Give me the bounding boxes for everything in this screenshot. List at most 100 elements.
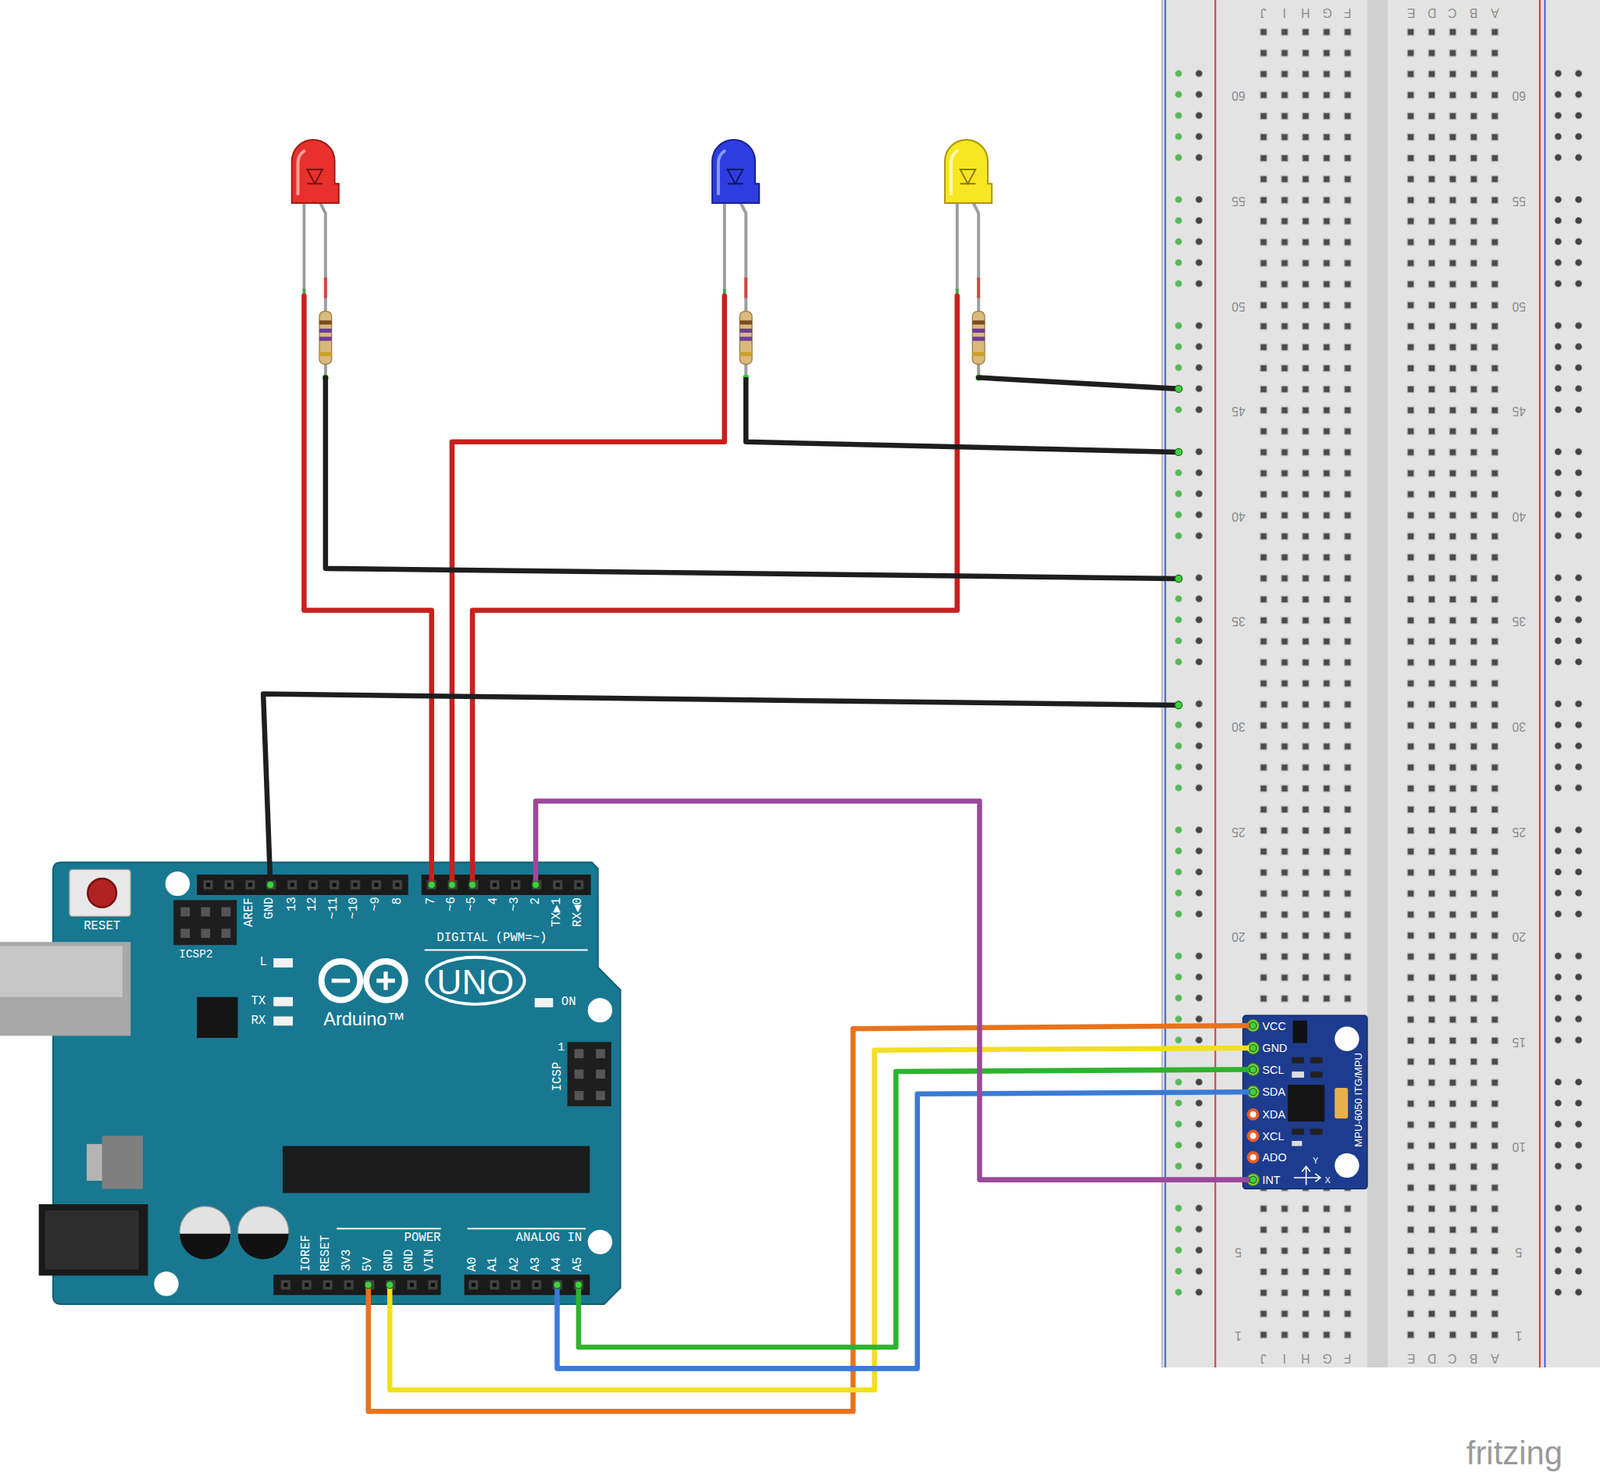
led-symbol: [306, 169, 323, 184]
led-legs-resistor: [303, 203, 332, 381]
row-number: 15: [1511, 1033, 1526, 1048]
board-label: ICSP: [551, 1061, 566, 1092]
board-label: L: [260, 955, 268, 970]
mpu6050-module-drawing: [1243, 1015, 1368, 1189]
board-label: A1: [487, 1257, 502, 1273]
row-number: 50: [1511, 298, 1526, 313]
breadboard-label: B: [1469, 1350, 1478, 1365]
board-label: TX: [250, 994, 266, 1009]
rail-holes: [1168, 63, 1209, 1324]
breadboard-label: E: [1406, 5, 1415, 20]
status-led: [273, 997, 293, 1007]
reset-button: [87, 878, 117, 908]
logo: [383, 971, 388, 991]
board-label: A4: [550, 1257, 565, 1273]
microcontroller-chip: [282, 1145, 590, 1193]
pin-hole: [1250, 1154, 1257, 1161]
smd-part: [1310, 1057, 1323, 1064]
status-led: [273, 1016, 293, 1027]
breadboard-label: D: [1427, 5, 1437, 20]
pin-label: XCL: [1261, 1129, 1284, 1143]
row-number: 55: [1231, 192, 1245, 207]
pin: [595, 1090, 606, 1101]
led-body: [712, 139, 760, 204]
board-label: 13: [285, 896, 300, 912]
pin-end: [267, 880, 275, 888]
pin-end: [1249, 1175, 1257, 1184]
pin-end: [531, 880, 539, 888]
board-label: ICSP2: [178, 947, 213, 961]
yellow-led: [944, 139, 992, 204]
row-number: 25: [1231, 823, 1245, 838]
board-label: VIN: [423, 1249, 438, 1272]
smd-part: [1291, 1140, 1302, 1147]
board-label: 5V: [361, 1257, 376, 1273]
breadboard-label: F: [1343, 5, 1352, 20]
usb-chip: [196, 997, 238, 1038]
board-label: 8: [391, 896, 406, 904]
capacitor: [179, 1233, 231, 1260]
row-number: 35: [1511, 612, 1526, 628]
pin: [1247, 1108, 1260, 1121]
board-label: 1: [557, 1040, 565, 1054]
board-label: RX: [250, 1014, 266, 1029]
row-number: 5: [1234, 1243, 1242, 1258]
breadboard-label: B: [1469, 5, 1478, 20]
board-label: 12: [306, 896, 321, 912]
led-symbol: [727, 169, 744, 184]
rail-line-blue: [1543, 0, 1546, 1368]
breadboard-label: C: [1448, 5, 1458, 20]
row-number: 55: [1511, 192, 1526, 207]
board-label: GND: [263, 897, 278, 920]
rail-line-red: [1539, 0, 1541, 1368]
pin-end: [386, 1281, 394, 1289]
board-label: 4: [487, 896, 502, 904]
pin: [180, 907, 190, 917]
smd-part: [1291, 1071, 1305, 1078]
row-number: 20: [1231, 928, 1245, 943]
capacitor: [1334, 1087, 1348, 1119]
wire: [368, 1025, 1244, 1412]
pin-end: [1175, 384, 1183, 392]
pin: [595, 1069, 606, 1079]
pin-end: [574, 1281, 582, 1289]
pin-end: [1175, 701, 1183, 709]
power-jack: [39, 1204, 149, 1276]
pin: [200, 928, 211, 938]
wire: [263, 694, 1179, 885]
capacitor: [237, 1233, 289, 1260]
board-label: TX▶1: [549, 897, 564, 927]
led-legs-resistor: [724, 203, 752, 381]
pin: [595, 1048, 606, 1059]
pin-end: [468, 880, 476, 888]
power-jack: [44, 1210, 139, 1270]
pin-end: [427, 880, 435, 888]
wire: [389, 1047, 1243, 1390]
pin-end: [553, 1281, 561, 1289]
row-number: 60: [1231, 88, 1245, 103]
smd-part: [1310, 1071, 1323, 1078]
pin: [221, 928, 232, 938]
board-label: GND: [402, 1249, 417, 1272]
pin: [1247, 1151, 1260, 1164]
wire: [578, 1069, 1244, 1347]
row-number: 35: [1231, 612, 1245, 628]
pin-hole: [1250, 1133, 1257, 1140]
breadboard-label: E: [1406, 1350, 1415, 1365]
silkscreen-line: [466, 1227, 586, 1230]
row-number: 45: [1511, 402, 1526, 417]
pin-label: GND: [1261, 1041, 1287, 1055]
board-label: ANALOG IN: [516, 1231, 583, 1246]
blue-led: [712, 139, 760, 204]
pin-end: [1249, 1065, 1257, 1073]
breadboard-body: [1161, 0, 1600, 1368]
breadboard-label: D: [1427, 1350, 1437, 1365]
pin: [574, 1090, 585, 1101]
board-label: AREF: [242, 897, 257, 927]
reset-button: [69, 869, 131, 916]
wire: [556, 1091, 1243, 1369]
board-label: ~10: [347, 897, 362, 920]
board-label: A3: [530, 1257, 545, 1273]
led-highlight: [298, 150, 305, 194]
board-label: Arduino™: [323, 1008, 406, 1030]
